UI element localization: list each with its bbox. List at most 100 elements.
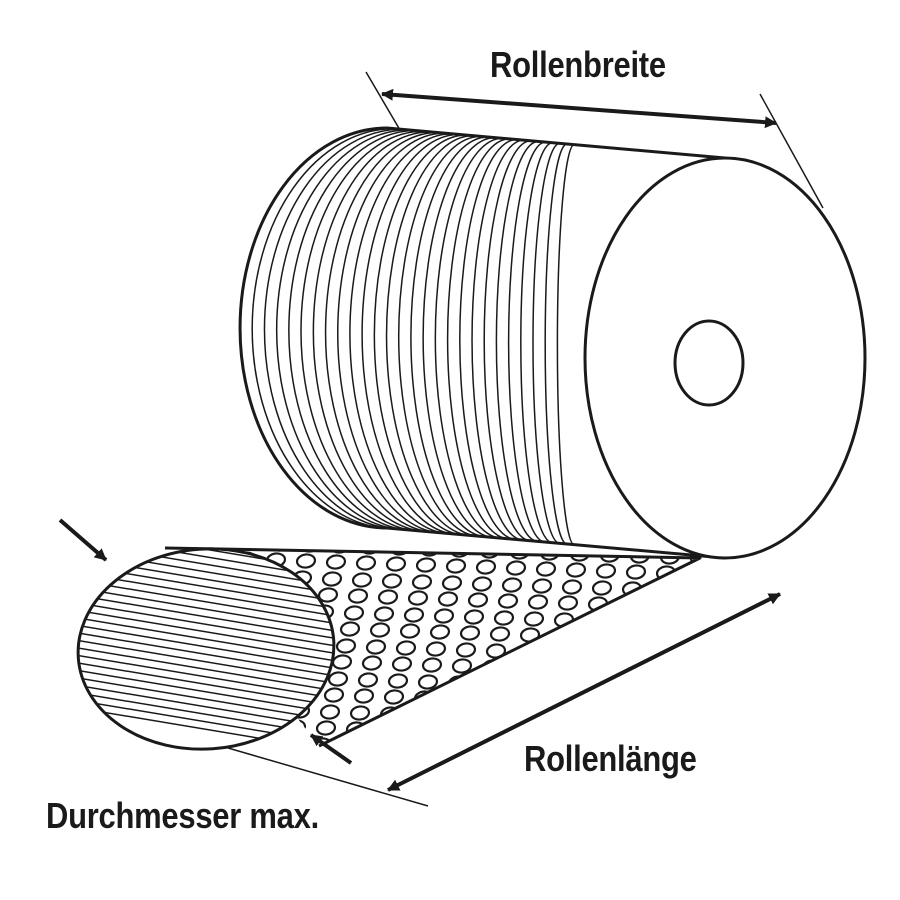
bubble	[218, 750, 238, 765]
bubble	[475, 559, 497, 575]
bubble	[782, 669, 802, 684]
bubble	[840, 555, 860, 570]
bubble	[14, 594, 34, 609]
bubble	[836, 571, 856, 586]
bubble	[321, 571, 343, 587]
bubble	[790, 636, 810, 651]
hatch-line	[71, 599, 341, 651]
roll-length-label: Rollenlänge	[524, 738, 697, 779]
bubble	[28, 661, 48, 676]
bubble	[742, 585, 762, 600]
bubble	[780, 553, 800, 568]
bubble	[116, 547, 136, 562]
bubble	[405, 723, 427, 739]
bubble	[477, 676, 499, 692]
hatch-line	[71, 621, 341, 674]
bubble	[0, 693, 10, 708]
bubble	[445, 558, 467, 574]
bubble	[683, 699, 700, 715]
bubble	[315, 720, 337, 736]
winding-line	[446, 138, 510, 540]
bubble	[649, 715, 671, 731]
bubble	[501, 577, 523, 593]
bubble	[708, 600, 728, 615]
bubble	[98, 746, 118, 761]
bubble	[32, 644, 52, 659]
winding-line	[288, 129, 416, 532]
bubble	[76, 712, 96, 727]
bubble	[746, 568, 766, 583]
bubble	[120, 531, 140, 546]
bubble	[589, 713, 611, 729]
winding-line	[520, 141, 553, 544]
bubble	[128, 747, 148, 762]
bubble	[511, 660, 533, 676]
bubble	[744, 701, 764, 716]
bubble	[36, 628, 56, 643]
bubble	[308, 753, 328, 768]
bubble	[726, 651, 746, 666]
bubble	[44, 595, 64, 610]
hatch-line	[71, 584, 341, 636]
roll-core-hole	[673, 319, 745, 407]
roll-length-dimension	[227, 592, 781, 807]
bubble	[42, 728, 62, 743]
winding-line	[471, 139, 524, 541]
bubble	[179, 548, 201, 549]
bubble	[347, 588, 369, 604]
roll-back-outline	[238, 126, 388, 530]
bubble	[82, 563, 102, 578]
winding-line	[556, 143, 575, 546]
hatch-line	[71, 651, 341, 704]
bubble	[491, 743, 513, 746]
bubble	[595, 563, 617, 579]
bubble	[471, 576, 493, 592]
bubble	[150, 532, 170, 547]
bubble	[503, 693, 525, 709]
bubble	[609, 630, 631, 646]
bubble	[695, 650, 700, 666]
bubble	[343, 605, 365, 621]
bubble	[6, 627, 26, 642]
bubble	[802, 587, 822, 602]
bubble	[56, 545, 76, 560]
bubble	[16, 710, 36, 725]
bubble	[365, 639, 387, 655]
bubble	[760, 635, 780, 650]
bubble	[0, 543, 16, 558]
winding-line	[434, 137, 503, 539]
winding-line	[397, 135, 481, 538]
bubble	[535, 561, 557, 577]
bubble	[52, 562, 72, 577]
roll-width-label: Rollenbreite	[490, 44, 666, 85]
winding-line	[361, 133, 460, 536]
hatch-line	[71, 629, 341, 681]
bubble	[18, 577, 38, 592]
bubble	[685, 566, 700, 582]
bubble	[748, 685, 768, 700]
roll-length-extension	[227, 747, 429, 807]
bubble	[415, 557, 437, 573]
roll-width-arrow	[381, 88, 777, 129]
bubble	[0, 726, 2, 741]
diameter-max-label: Durchmesser max.	[46, 795, 319, 836]
bubble	[335, 638, 357, 654]
bubble	[699, 633, 700, 649]
bubble	[473, 692, 495, 708]
winding-line	[373, 134, 467, 536]
hatch-line	[71, 540, 341, 554]
bubble	[565, 562, 587, 578]
bubble	[50, 695, 70, 710]
bubble	[357, 672, 379, 688]
bubble	[353, 688, 375, 704]
bubble	[26, 544, 46, 559]
bubble	[531, 578, 553, 594]
bubble	[722, 667, 742, 682]
bubble	[20, 694, 40, 709]
winding-line	[251, 127, 395, 530]
winding-line	[422, 136, 496, 539]
bubble	[375, 722, 397, 738]
roll-width-extension-left	[365, 71, 401, 131]
bubble	[559, 712, 581, 728]
bubble	[48, 578, 68, 593]
